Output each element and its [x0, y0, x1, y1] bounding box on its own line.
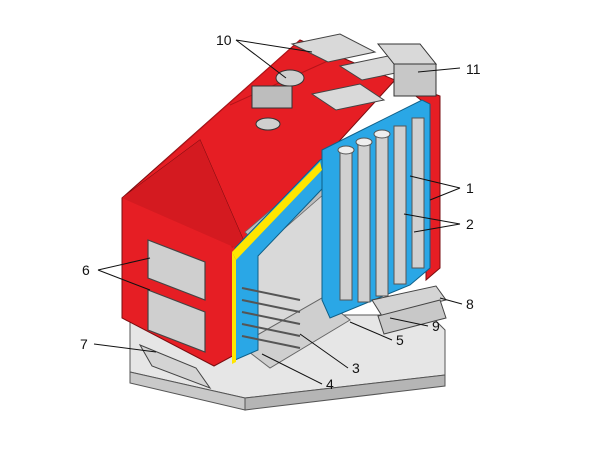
callout-8: 8	[466, 296, 474, 312]
callout-2: 2	[466, 216, 474, 232]
loading-doors	[147, 239, 206, 353]
callout-3: 3	[352, 360, 360, 376]
callout-4: 4	[326, 376, 334, 392]
callout-9: 9	[432, 318, 440, 334]
outlet-flange	[251, 69, 305, 131]
grate-bars	[241, 287, 301, 349]
flue-stack	[376, 43, 438, 97]
callout-7: 7	[80, 336, 88, 352]
heat-exchanger-tubes	[337, 117, 425, 303]
ash-flaps	[138, 285, 447, 390]
callout-1: 1	[466, 180, 474, 196]
callout-6: 6	[82, 262, 90, 278]
callout-11: 11	[466, 61, 481, 77]
leader-lines	[93, 39, 463, 385]
callout-5: 5	[396, 332, 404, 348]
callout-10: 10	[216, 32, 232, 48]
callout-labels: 10 11 1 2 6 8 9 7 5 3 4	[80, 32, 481, 392]
